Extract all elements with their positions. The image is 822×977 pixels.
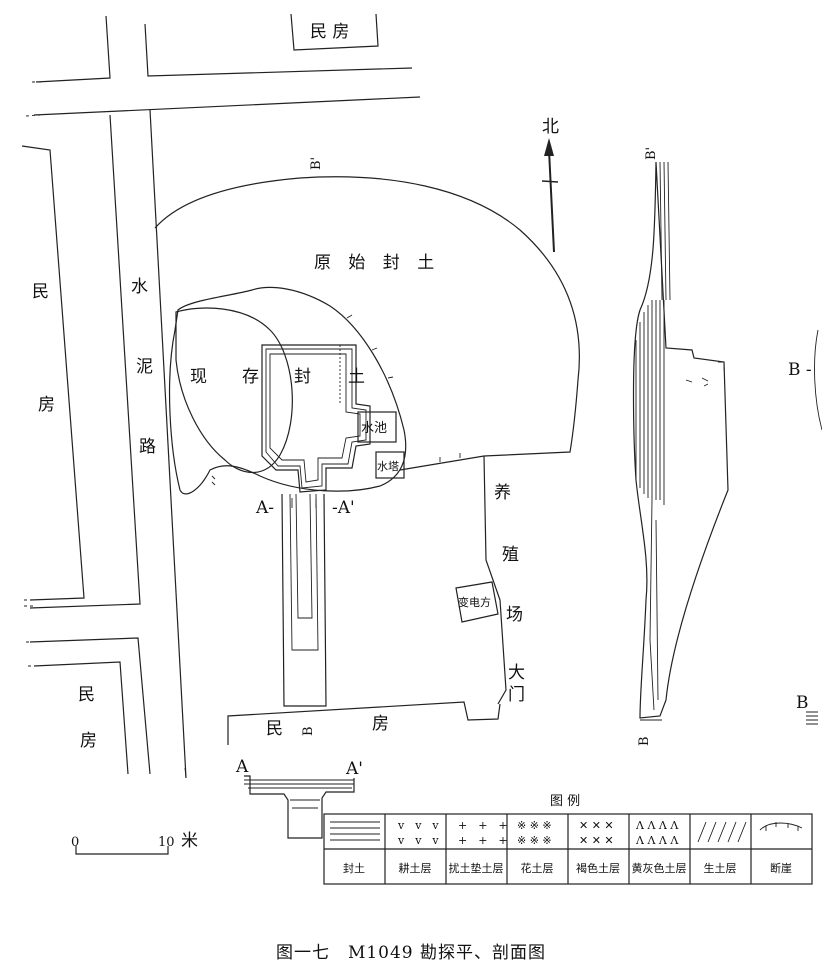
label-plan-b-bottom: B: [301, 726, 316, 736]
legend-label-7: 生土层: [704, 861, 737, 875]
street-edge-mid: [33, 96, 421, 116]
pool-rect: [357, 411, 397, 443]
street-edge-top-left: [35, 15, 111, 83]
right-edge-hatch: [806, 711, 818, 725]
house-bottom-left-inner: [33, 661, 129, 775]
farm-boundary: [483, 455, 507, 705]
label-house-bottom-1: 民: [266, 719, 283, 739]
house-bottom-left-outer: [29, 637, 151, 775]
svg-text:※ ※ ※: ※ ※ ※: [517, 834, 552, 847]
label-plan-a-left: A-: [255, 498, 274, 518]
legend-swatch-horizontal: [330, 821, 380, 841]
label-farm-1: 养: [494, 483, 511, 503]
label-transformer: 变电方: [458, 595, 491, 609]
label-tower: 水塔: [377, 460, 399, 473]
label-section-a-right: A': [345, 759, 363, 779]
tomb-plan: [261, 344, 507, 707]
legend-swatch-caret: Λ Λ Λ Λ: [635, 819, 679, 832]
label-section-b-bottom: B: [637, 736, 652, 746]
label-north: 北: [542, 117, 559, 137]
label-house-left-2: 房: [38, 395, 55, 415]
label-plan-a-right: -A': [332, 498, 355, 518]
label-plan-b-top: B': [309, 157, 324, 170]
legend-swatch-v: v v v: [397, 819, 439, 832]
tower-rect: [375, 451, 405, 479]
original-mound-outline: [154, 176, 580, 471]
scale-bar: [75, 846, 169, 855]
street-edge-top-right: [144, 23, 413, 77]
section-a-profile: [244, 775, 355, 839]
svg-text:Λ Λ Λ Λ: Λ Λ Λ Λ: [635, 834, 679, 847]
house-top-outline: [290, 13, 379, 51]
north-arrow: [541, 138, 559, 253]
label-house-bl-2: 房: [80, 731, 97, 751]
label-existing-mound-2: 存: [242, 367, 259, 387]
label-farm-3: 场: [506, 605, 523, 625]
legend-label-5: 褐色土层: [576, 861, 620, 875]
legend-table: v v v v v v + + + + + + ※ ※ ※ ※ ※ ※ ✕ ✕ …: [323, 813, 813, 885]
house-left-outline: [21, 145, 85, 601]
svg-text:+ + +: + + +: [458, 834, 508, 847]
label-gate-1: 大: [508, 663, 525, 683]
label-scale-ten: 10: [158, 835, 175, 850]
mounds: [154, 176, 580, 495]
legend-label-1: 封土: [343, 861, 365, 875]
north-arrow-icon: [544, 138, 554, 156]
legend-label-8: 断崖: [770, 861, 792, 875]
legend-label-2: 耕土层: [399, 861, 432, 875]
label-existing-mound-3: 封: [294, 367, 311, 387]
label-existing-mound-4: 土: [348, 367, 365, 387]
figure-caption: 图一七 M1049 勘探平、剖面图: [275, 943, 547, 963]
label-original-mound: 原 始 封 土: [314, 253, 440, 273]
label-scale-zero: 0: [71, 835, 79, 850]
road-edge-right: [149, 109, 187, 779]
existing-mound-inner: [175, 307, 293, 473]
road-edge-left: [29, 114, 141, 609]
label-right-b-upper: B -: [788, 360, 812, 380]
map-labels: 民 房 民 房 水 泥 路 民 房 民 房 原 始 封 土 现 存 封 土 水池…: [32, 22, 812, 851]
label-house-bl-1: 民: [78, 685, 95, 705]
svg-text:v v v: v v v: [397, 834, 439, 847]
legend-swatch-x: ✕ ✕ ✕: [579, 819, 614, 832]
right-edge-profile: [814, 329, 822, 431]
legend-swatch-cross: + + +: [458, 819, 508, 832]
label-section-b-top: B': [644, 147, 659, 160]
label-house-top: 民 房: [310, 22, 349, 42]
legend-label-6: 黄灰色土层: [632, 861, 687, 875]
label-road-2: 泥: [136, 357, 153, 377]
legend-swatch-cliff: [759, 822, 803, 831]
label-house-left-1: 民: [32, 282, 49, 302]
street-outlines: [21, 13, 501, 779]
label-pool: 水池: [361, 421, 387, 436]
existing-mound-outline: [168, 286, 407, 495]
house-bottom-outline: [227, 701, 501, 745]
label-existing-mound-1: 现: [190, 367, 207, 387]
tomb-ramp-outer: [281, 493, 327, 707]
legend-labels: 图 例 封土 耕土层 扰土垫土层 花土层 褐色土层 黄灰色土层 生土层 断崖: [343, 794, 792, 875]
label-road-3: 路: [139, 437, 156, 457]
label-farm-2: 殖: [502, 545, 519, 565]
svg-text:✕ ✕ ✕: ✕ ✕ ✕: [579, 834, 614, 847]
legend-swatch-slash: [697, 821, 747, 843]
section-b-profile: [632, 161, 729, 721]
label-road-1: 水: [131, 277, 148, 297]
label-gate-2: 门: [508, 685, 525, 705]
transformer-rect: [455, 581, 499, 623]
legend-swatch-flake: ※ ※ ※: [517, 819, 552, 832]
legend-label-4: 花土层: [521, 862, 554, 875]
legend-title: 图 例: [550, 794, 580, 809]
legend-label-3: 扰土垫土层: [449, 861, 504, 875]
label-house-bottom-2: 房: [372, 714, 389, 734]
label-section-a-left: A: [235, 757, 249, 777]
label-right-b-lower: B: [796, 693, 809, 713]
label-scale-unit: 米: [181, 831, 198, 851]
